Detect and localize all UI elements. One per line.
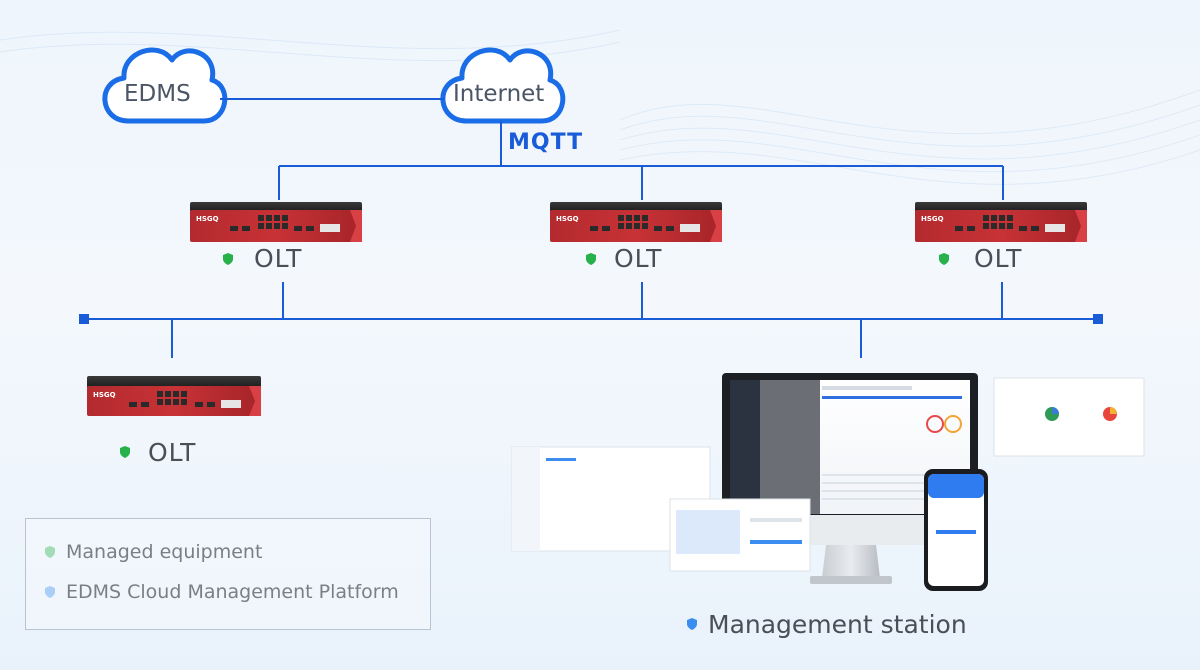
internet-cloud (440, 47, 566, 124)
shield-icon (939, 253, 949, 265)
shield-icon (586, 253, 596, 265)
olt-label: OLT (974, 244, 1023, 273)
svg-text:HSGQ: HSGQ (556, 215, 579, 223)
edms-label: EDMS (124, 81, 191, 107)
shield-icon (223, 253, 233, 265)
svg-text:HSGQ: HSGQ (93, 391, 116, 399)
protocol-label: MQTT (508, 130, 584, 155)
olt-label: OLT (148, 438, 197, 467)
olt-device: HSGQ (87, 376, 261, 416)
bus-end-right (1093, 314, 1103, 324)
internet-label: Internet (453, 81, 545, 107)
login-panel (669, 498, 811, 572)
bus-end-left (79, 314, 89, 324)
dashboard-panel (993, 377, 1145, 457)
legend: Managed equipment EDMS Cloud Management … (25, 518, 431, 630)
svg-text:HSGQ: HSGQ (921, 215, 944, 223)
connection-lines (84, 98, 1098, 358)
shield-icon (120, 446, 130, 458)
monitor (722, 373, 978, 584)
background-waves (0, 29, 1200, 185)
edms-cloud (102, 47, 228, 124)
legend-cloud-platform: EDMS Cloud Management Platform (66, 581, 399, 603)
phone (924, 469, 988, 591)
management-station-label: Management station (708, 610, 967, 639)
olt-label: OLT (614, 244, 663, 273)
station-shield-icon (687, 618, 697, 630)
olt-label: OLT (254, 244, 303, 273)
olt-device: HSGQ (915, 202, 1087, 242)
olt-device: HSGQ (190, 202, 362, 242)
olt-device: HSGQ (550, 202, 722, 242)
legend-managed-equipment: Managed equipment (66, 541, 263, 563)
svg-text:HSGQ: HSGQ (196, 215, 219, 223)
